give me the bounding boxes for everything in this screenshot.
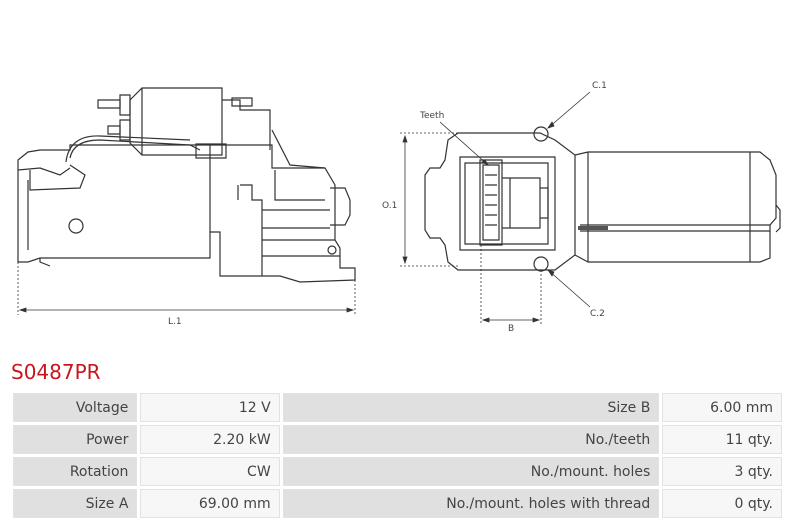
table-row: Rotation CW No./mount. holes 3 qty. <box>13 457 782 486</box>
length-label: L.1 <box>168 317 182 327</box>
spec-label: No./mount. holes with thread <box>282 489 660 518</box>
front-view-outline <box>424 126 781 272</box>
front-view-dimensions <box>400 91 591 325</box>
table-row: Power 2.20 kW No./teeth 11 qty. <box>13 425 782 454</box>
spec-value: 3 qty. <box>662 457 782 486</box>
spec-value: CW <box>140 457 280 486</box>
part-number-title: S0487PR <box>11 360 101 384</box>
starter-technical-drawing: L.1 O.1 <box>17 81 781 334</box>
hole-c2-label: C.2 <box>590 309 605 319</box>
size-b-label: B <box>508 324 514 334</box>
hole-c1-label: C.1 <box>592 81 607 91</box>
spec-label: No./mount. holes <box>282 457 660 486</box>
spec-table: Voltage 12 V Size B 6.00 mm Power 2.20 k… <box>10 390 785 521</box>
spec-value: 2.20 kW <box>140 425 280 454</box>
teeth-label: Teeth <box>419 111 444 121</box>
spec-label: Power <box>13 425 138 454</box>
table-row: Voltage 12 V Size B 6.00 mm <box>13 393 782 422</box>
spec-value: 6.00 mm <box>662 393 782 422</box>
spec-value: 11 qty. <box>662 425 782 454</box>
spec-label: Voltage <box>13 393 138 422</box>
spec-label: Size B <box>282 393 660 422</box>
side-view-outline <box>17 87 356 283</box>
spec-label: Rotation <box>13 457 138 486</box>
spec-value: 0 qty. <box>662 489 782 518</box>
spec-value: 69.00 mm <box>140 489 280 518</box>
outer-diameter-label: O.1 <box>382 201 397 211</box>
spec-label: Size A <box>13 489 138 518</box>
shaft-detail <box>578 226 608 230</box>
length-dimension <box>17 262 356 315</box>
spec-label: No./teeth <box>282 425 660 454</box>
table-row: Size A 69.00 mm No./mount. holes with th… <box>13 489 782 518</box>
spec-value: 12 V <box>140 393 280 422</box>
